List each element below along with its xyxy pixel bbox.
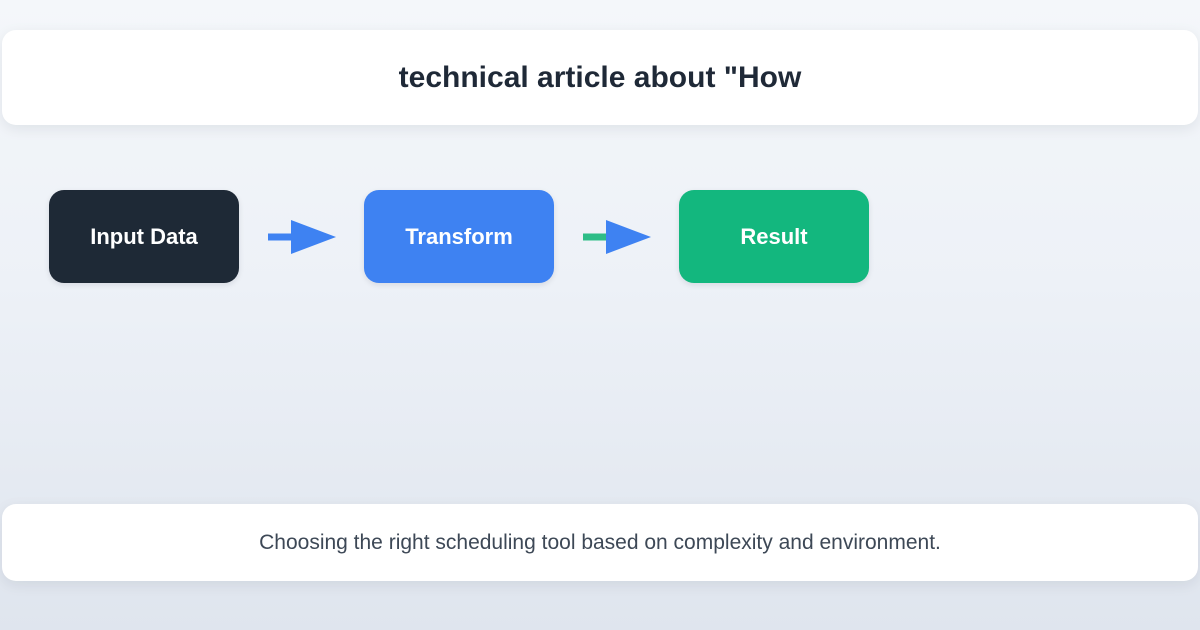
footer-card: Choosing the right scheduling tool based…: [2, 504, 1198, 581]
flow-node-result: Result: [679, 190, 869, 283]
arrow-head: [291, 220, 336, 254]
header-card: technical article about "How: [2, 30, 1198, 125]
flow-node-input-data: Input Data: [49, 190, 239, 283]
flow-node-transform: Transform: [364, 190, 554, 283]
arrow-right-icon: [583, 220, 651, 254]
footer-caption: Choosing the right scheduling tool based…: [259, 530, 941, 554]
flow-node-label: Result: [740, 223, 808, 249]
arrow-right-icon: [268, 220, 336, 254]
flow-node-label: Input Data: [90, 223, 198, 249]
flow-node-label: Transform: [405, 223, 513, 249]
arrow-head: [606, 220, 651, 254]
page-title: technical article about "How: [398, 60, 802, 94]
